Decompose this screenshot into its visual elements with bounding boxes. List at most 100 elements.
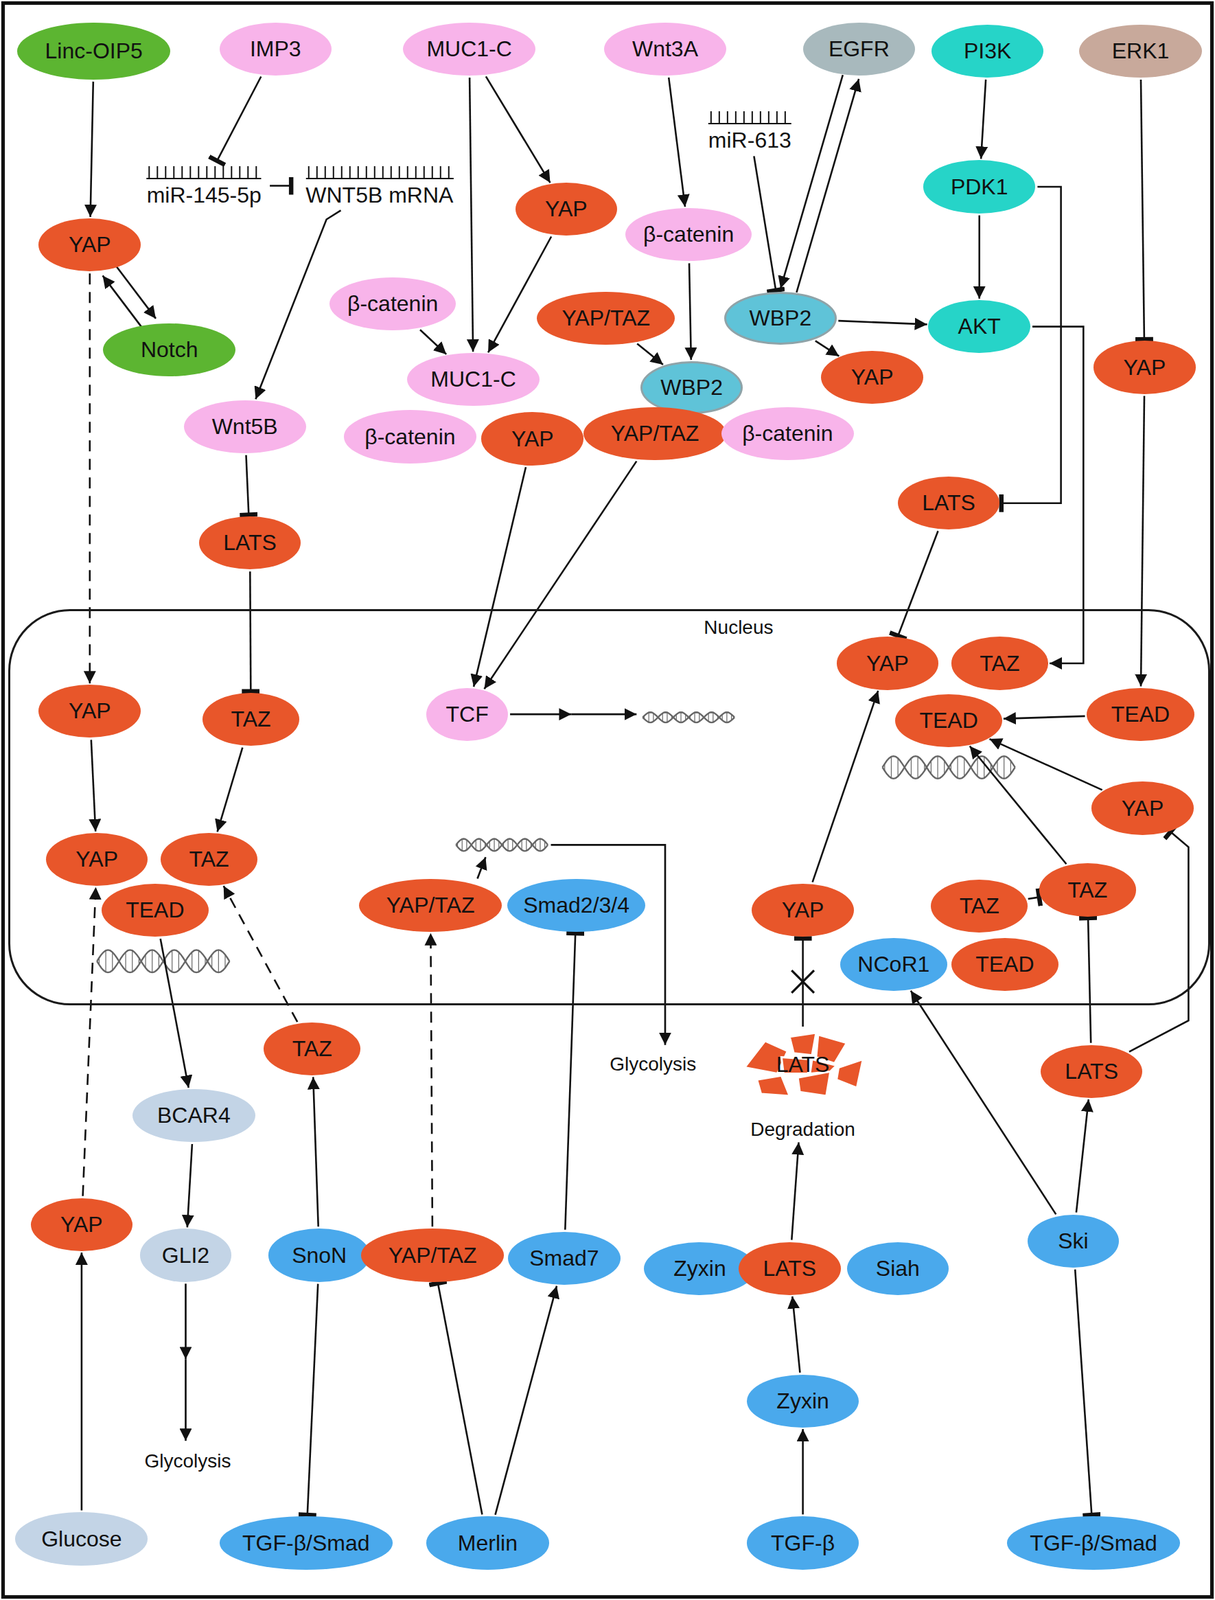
node-label: β-catenin — [742, 420, 833, 447]
node-label: Nucleus — [703, 616, 773, 639]
molecule-ellipse: YAP — [481, 411, 584, 465]
activation-connector — [488, 236, 552, 353]
molecule-ellipse: YAP/TAZ — [359, 878, 502, 932]
node-label: Merlin — [457, 1530, 518, 1556]
arrow — [571, 713, 637, 716]
inhibition-connector — [1028, 897, 1040, 899]
dna-strand — [455, 838, 548, 851]
rna-strand — [293, 162, 467, 180]
inhibition-connector — [1074, 1269, 1092, 1515]
dna-strand — [644, 711, 732, 723]
node-label: LATS — [762, 1255, 817, 1281]
activation-connector — [1003, 715, 1086, 719]
rna-node: WNT5B mRNA — [293, 162, 467, 209]
dna-strand — [98, 949, 226, 972]
molecule-ellipse: YAP — [1093, 340, 1196, 394]
molecule-ellipse: LATS — [1040, 1044, 1143, 1098]
node-label: TAZ — [189, 846, 230, 872]
node-label: TAZ — [292, 1035, 333, 1062]
inhibition-connector — [307, 1283, 318, 1515]
molecule-ellipse: AKT — [928, 299, 1031, 353]
molecule-ellipse: Wnt5B — [183, 400, 307, 454]
molecule-ellipse: YAP — [45, 832, 149, 886]
node-label: YAP — [68, 232, 112, 258]
node-label: TAZ — [1067, 877, 1108, 903]
inhibition-connector — [801, 938, 804, 1027]
molecule-ellipse: YAP — [38, 684, 141, 738]
activation-connector — [469, 77, 473, 352]
node-label: BCAR4 — [157, 1102, 231, 1128]
node-label: Smad2/3/4 — [523, 892, 630, 918]
arrow — [184, 1358, 187, 1441]
activation-connector — [668, 77, 686, 207]
arrow — [184, 1282, 187, 1359]
node-label: TEAD — [975, 951, 1034, 977]
molecule-ellipse: TEAD — [1086, 687, 1194, 741]
rna-ticks — [146, 166, 262, 179]
activation-connector — [815, 340, 840, 356]
nucleus-region: NucleusYAPTAZYAPTCFTEADTAZTEADYAPYAPTAZT… — [8, 608, 1211, 1005]
molecule-ellipse: Zyxin — [746, 1374, 859, 1428]
molecule-ellipse: YAP — [1091, 781, 1194, 835]
rna-ticks — [708, 111, 792, 124]
node-label: miR-613 — [708, 127, 792, 154]
activation-connector — [83, 886, 97, 1196]
node-label: YAP — [545, 196, 588, 222]
node-label: TGF-β/Smad — [1029, 1530, 1158, 1556]
node-label: β-catenin — [643, 221, 734, 248]
node-label: Glucose — [41, 1525, 122, 1552]
node-label: NCoR1 — [857, 951, 930, 977]
node-label: LATS — [921, 490, 976, 516]
molecule-ellipse: β-catenin — [329, 277, 456, 331]
node-label: TAZ — [959, 893, 1000, 919]
dna-strand — [884, 755, 1012, 779]
molecule-ellipse: EGFR — [803, 22, 916, 76]
molecule-ellipse: YAP/TAZ — [361, 1228, 504, 1281]
node-label: β-catenin — [347, 291, 438, 317]
molecule-ellipse: IMP3 — [219, 22, 332, 76]
activation-connector — [780, 74, 843, 289]
activation-connector — [313, 1076, 319, 1226]
molecule-ellipse: SnoN — [268, 1228, 371, 1281]
label-box: Glycolysis — [609, 1053, 697, 1075]
molecule-ellipse: β-catenin — [343, 409, 477, 463]
molecule-ellipse: WBP2 — [640, 361, 743, 414]
molecule-ellipse: Merlin — [426, 1515, 549, 1569]
molecule-ellipse: β-catenin — [625, 207, 752, 261]
activation-connector — [81, 1252, 84, 1511]
molecule-ellipse: MUC1-C — [407, 352, 540, 406]
molecule-ellipse: YAP/TAZ — [583, 407, 727, 460]
dna-strand — [642, 711, 735, 723]
node-label: ERK1 — [1112, 38, 1170, 64]
molecule-ellipse: Smad7 — [507, 1231, 620, 1285]
molecule-ellipse: TAZ — [160, 832, 258, 886]
activation-connector — [910, 990, 1057, 1215]
molecule-ellipse: YAP — [751, 883, 854, 937]
inhibition-connector — [898, 530, 939, 635]
molecule-ellipse: LATS — [897, 476, 1001, 530]
activation-connector — [116, 266, 156, 319]
molecule-ellipse: Smad2/3/4 — [507, 878, 646, 932]
node-label: Wnt3A — [632, 36, 699, 62]
node-label: Zyxin — [776, 1387, 829, 1414]
process-label: Glycolysis — [144, 1449, 231, 1472]
inhibition-connector — [217, 76, 262, 161]
node-label: MUC1-C — [430, 366, 516, 392]
molecule-ellipse: YAP/TAZ — [536, 291, 675, 345]
inhibition-connector — [564, 933, 576, 1230]
node-label: YAP/TAZ — [561, 305, 651, 331]
molecule-ellipse: MUC1-C — [402, 22, 536, 76]
activation-connector — [486, 76, 551, 183]
molecule-ellipse: TEAD — [101, 883, 209, 937]
molecule-ellipse: YAP — [836, 636, 940, 690]
node-label: TEAD — [125, 897, 184, 923]
molecule-ellipse: Ski — [1027, 1214, 1120, 1268]
molecule-ellipse: Linc-OIP5 — [17, 22, 171, 80]
molecule-ellipse: TAZ — [930, 879, 1028, 933]
activation-connector — [791, 1142, 799, 1240]
molecule-ellipse: PI3K — [931, 24, 1044, 78]
dna-strand — [457, 838, 546, 851]
node-label: LATS — [1064, 1058, 1119, 1084]
